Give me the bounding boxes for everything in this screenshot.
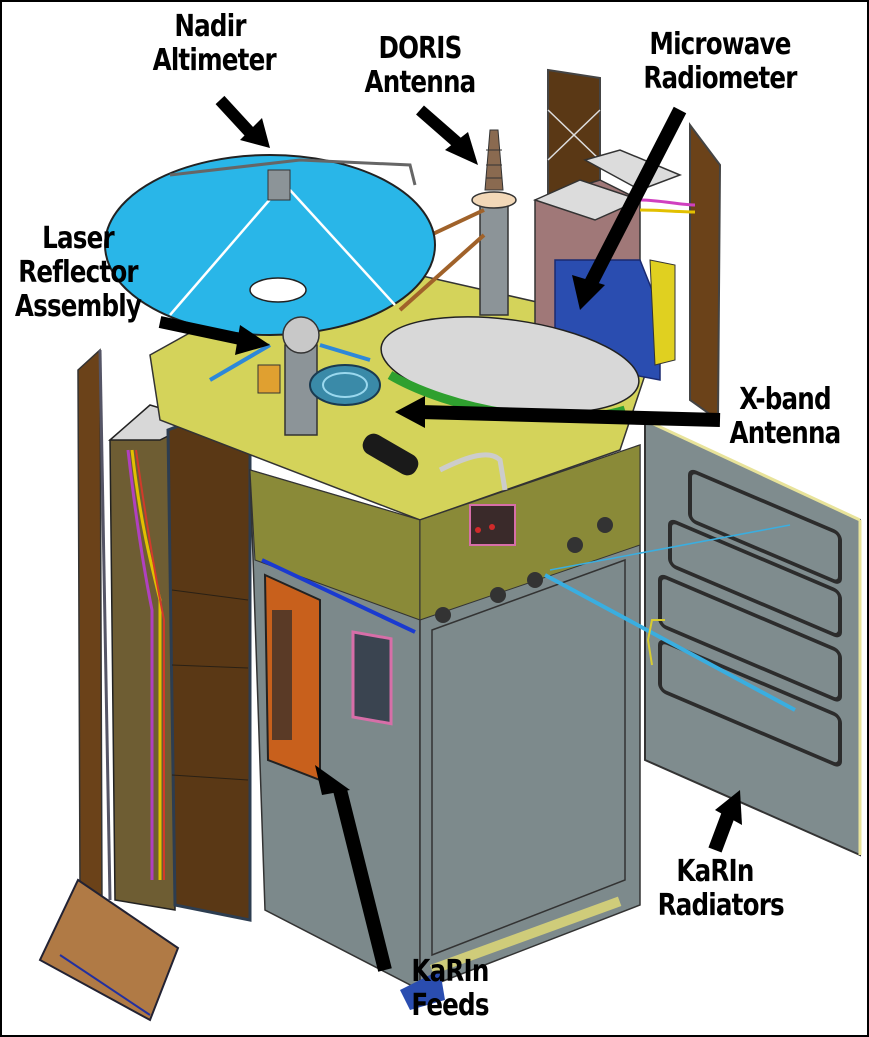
label-line: Nadir xyxy=(174,9,246,44)
label-microwave-radiometer: Microwave Radiometer xyxy=(638,28,802,96)
label-line: Altimeter xyxy=(152,43,277,78)
label-line: X-band xyxy=(739,382,831,417)
callout-arrows xyxy=(158,95,742,972)
label-line: Reflector xyxy=(18,255,138,290)
label-line: Radiators xyxy=(657,888,785,923)
label-line: DORIS xyxy=(378,31,462,66)
label-line: Microwave xyxy=(649,27,791,62)
label-x-band-antenna: X-band Antenna xyxy=(728,383,843,451)
label-karin-radiators: KaRIn Radiators xyxy=(657,854,785,923)
bottom-left-panel xyxy=(38,878,180,1022)
label-line: KaRIn xyxy=(676,854,754,889)
label-line: KaRIn xyxy=(411,954,489,989)
label-line: Radiometer xyxy=(643,61,797,96)
karin-radiator-panel xyxy=(544,418,862,857)
label-karin-feeds: KaRIn Feeds xyxy=(405,955,495,1023)
nadir-altimeter-dish xyxy=(104,154,436,336)
label-line: Antenna xyxy=(364,65,477,100)
label-line: Feeds xyxy=(411,988,489,1023)
label-line: Laser xyxy=(42,221,114,256)
left-outer-panel xyxy=(77,348,112,907)
body-right-face xyxy=(400,443,641,1010)
label-doris-antenna: DORIS Antenna xyxy=(354,32,485,100)
label-line: Assembly xyxy=(14,289,142,324)
body-left-face xyxy=(249,468,421,992)
label-nadir-altimeter: Nadir Altimeter xyxy=(152,9,277,78)
label-laser-reflector-assembly: Laser Reflector Assembly xyxy=(12,222,143,324)
front-solar-panel xyxy=(166,402,252,922)
left-column xyxy=(108,404,203,911)
label-line: Antenna xyxy=(729,416,842,451)
